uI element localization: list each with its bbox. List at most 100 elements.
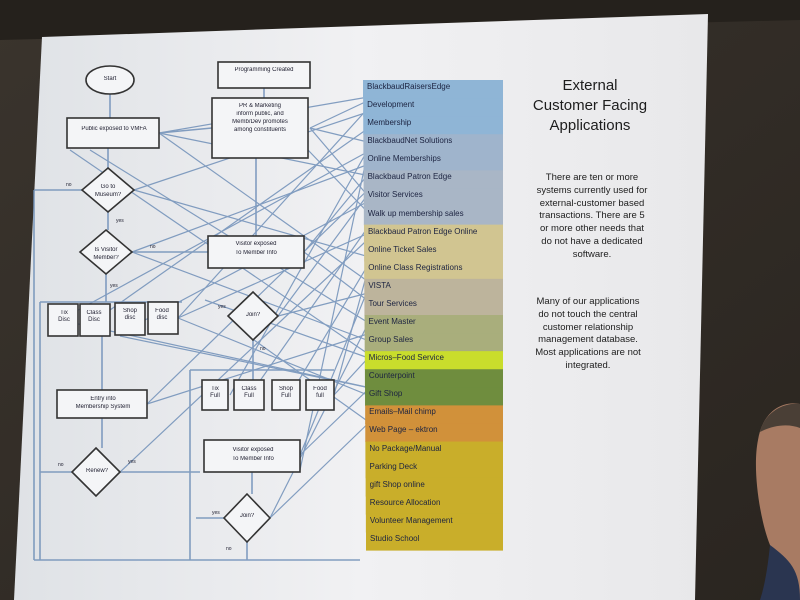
entry-membership-line-2: Membership System <box>75 404 131 410</box>
flow-label-yes: yes <box>110 283 118 289</box>
connector-line <box>177 94 381 319</box>
application-label: Online Class Registrations <box>368 262 463 272</box>
class-disc-rect <box>79 303 111 337</box>
application-label: No Package/Manual <box>369 443 442 453</box>
app-band-segment <box>363 188 503 208</box>
paragraph-line: do not touch the central <box>538 308 638 320</box>
app-band-segment <box>363 170 503 190</box>
is-member-diamond <box>78 228 134 276</box>
application-label: Online Ticket Sales <box>368 244 437 254</box>
food-disc-rect <box>147 301 179 335</box>
connector-line <box>119 227 381 473</box>
programming-created-box: Programming Created <box>234 67 294 73</box>
application-label: Development <box>367 100 415 110</box>
start-node: Start <box>103 76 117 82</box>
paragraph-line: or more other needs that <box>539 223 645 235</box>
application-label: Micros–Food Service <box>368 353 444 363</box>
go-to-museum-diamond <box>80 166 136 214</box>
app-band-segment <box>365 513 503 533</box>
title-line: Customer Facing <box>532 97 648 114</box>
class-full-rect <box>233 379 265 411</box>
app-band-segment <box>365 405 503 425</box>
pr-marketing-line-1: PR & Marketing <box>238 103 281 109</box>
shop-full-rect <box>271 379 301 411</box>
application-label: Blackbaud Patron Edge <box>367 172 452 182</box>
application-label: Resource Allocation <box>369 497 441 507</box>
paragraph-line: management database. <box>538 334 638 346</box>
go-to-museum-line-1: Go to <box>100 184 116 190</box>
app-band-segment <box>365 441 503 461</box>
connector-line <box>177 317 381 401</box>
app-band-segment <box>364 369 503 388</box>
application-label: Visitor Services <box>367 190 423 200</box>
visitor-exposed-1-line-1: Visitor exposed <box>235 241 277 247</box>
app-band-segment <box>365 423 503 443</box>
application-label: Volunteer Management <box>369 515 453 525</box>
visitor-exposed-1-line-2: To Member Info <box>235 250 277 256</box>
app-band-segment <box>363 206 503 226</box>
public-exposed-box: Public exposed to VMFA <box>81 126 147 132</box>
join-diamond-2 <box>222 492 272 544</box>
app-band-segment <box>364 296 503 316</box>
flow-label-no: no <box>260 346 266 352</box>
paragraph-line: systems currently used for <box>536 184 648 196</box>
title-line: External <box>562 77 618 94</box>
application-label: gift Shop online <box>369 479 425 489</box>
app-band-segment <box>363 224 503 244</box>
pr-marketing-line-2: inform public, and <box>236 111 284 117</box>
visitor-exposed-2-rect <box>203 439 301 473</box>
public-exposed-rect <box>66 117 160 149</box>
pr-marketing-line-3: Memb/Dev promotes <box>232 119 288 125</box>
title-line: Applications <box>549 117 631 134</box>
connector-line <box>269 411 381 519</box>
application-label: Gift Shop <box>369 389 403 399</box>
paragraph-line: external-customer based <box>539 197 645 209</box>
flow-label-no: no <box>226 546 232 552</box>
join-diamond-1 <box>226 290 280 342</box>
connector-line <box>133 189 381 261</box>
shop-disc-rect <box>114 302 146 336</box>
app-band-segment <box>365 477 503 497</box>
application-color-band <box>363 80 503 551</box>
paragraph-line: do not have a dedicated <box>541 235 643 247</box>
app-band-segment <box>363 116 503 135</box>
entry-membership-line-1: Entry into <box>90 396 116 402</box>
visitor-exposed-1-rect <box>207 235 305 269</box>
connector-line <box>158 132 381 291</box>
paragraph-line: integrated. <box>565 359 611 371</box>
application-label: Membership <box>367 118 412 128</box>
connector-line <box>249 209 381 396</box>
application-label: Studio School <box>370 533 420 543</box>
application-label: BlackbaudRaisersEdge <box>367 82 451 91</box>
pr-marketing-line-4: among constituents <box>233 127 287 133</box>
flow-label-yes: yes <box>212 510 220 516</box>
visitor-exposed-2-line-2: To Member Info <box>232 456 274 462</box>
app-band-segment <box>363 134 503 153</box>
application-label: Counterpoint <box>368 371 415 381</box>
application-label: Emails–Mail chimp <box>369 407 436 417</box>
paragraph-line: There are ten or more <box>545 172 639 183</box>
flow-label-yes: yes <box>128 459 136 465</box>
paragraph-line: software. <box>572 248 612 260</box>
application-label: BlackbaudNet Solutions <box>367 136 453 146</box>
is-visitor-member-line-2: Member? <box>93 255 119 261</box>
is-visitor-member-line-1: Is Visitor <box>94 247 118 253</box>
connector-line <box>146 329 381 405</box>
renew-diamond <box>70 446 122 498</box>
programming-created-rect <box>217 61 311 89</box>
paragraph-line: transactions. There are 5 <box>539 210 645 222</box>
connector-line <box>277 177 381 317</box>
start-ellipse <box>85 65 135 95</box>
flow-label-no: no <box>66 182 72 188</box>
connector-line <box>119 335 381 391</box>
flow-line <box>158 127 213 134</box>
